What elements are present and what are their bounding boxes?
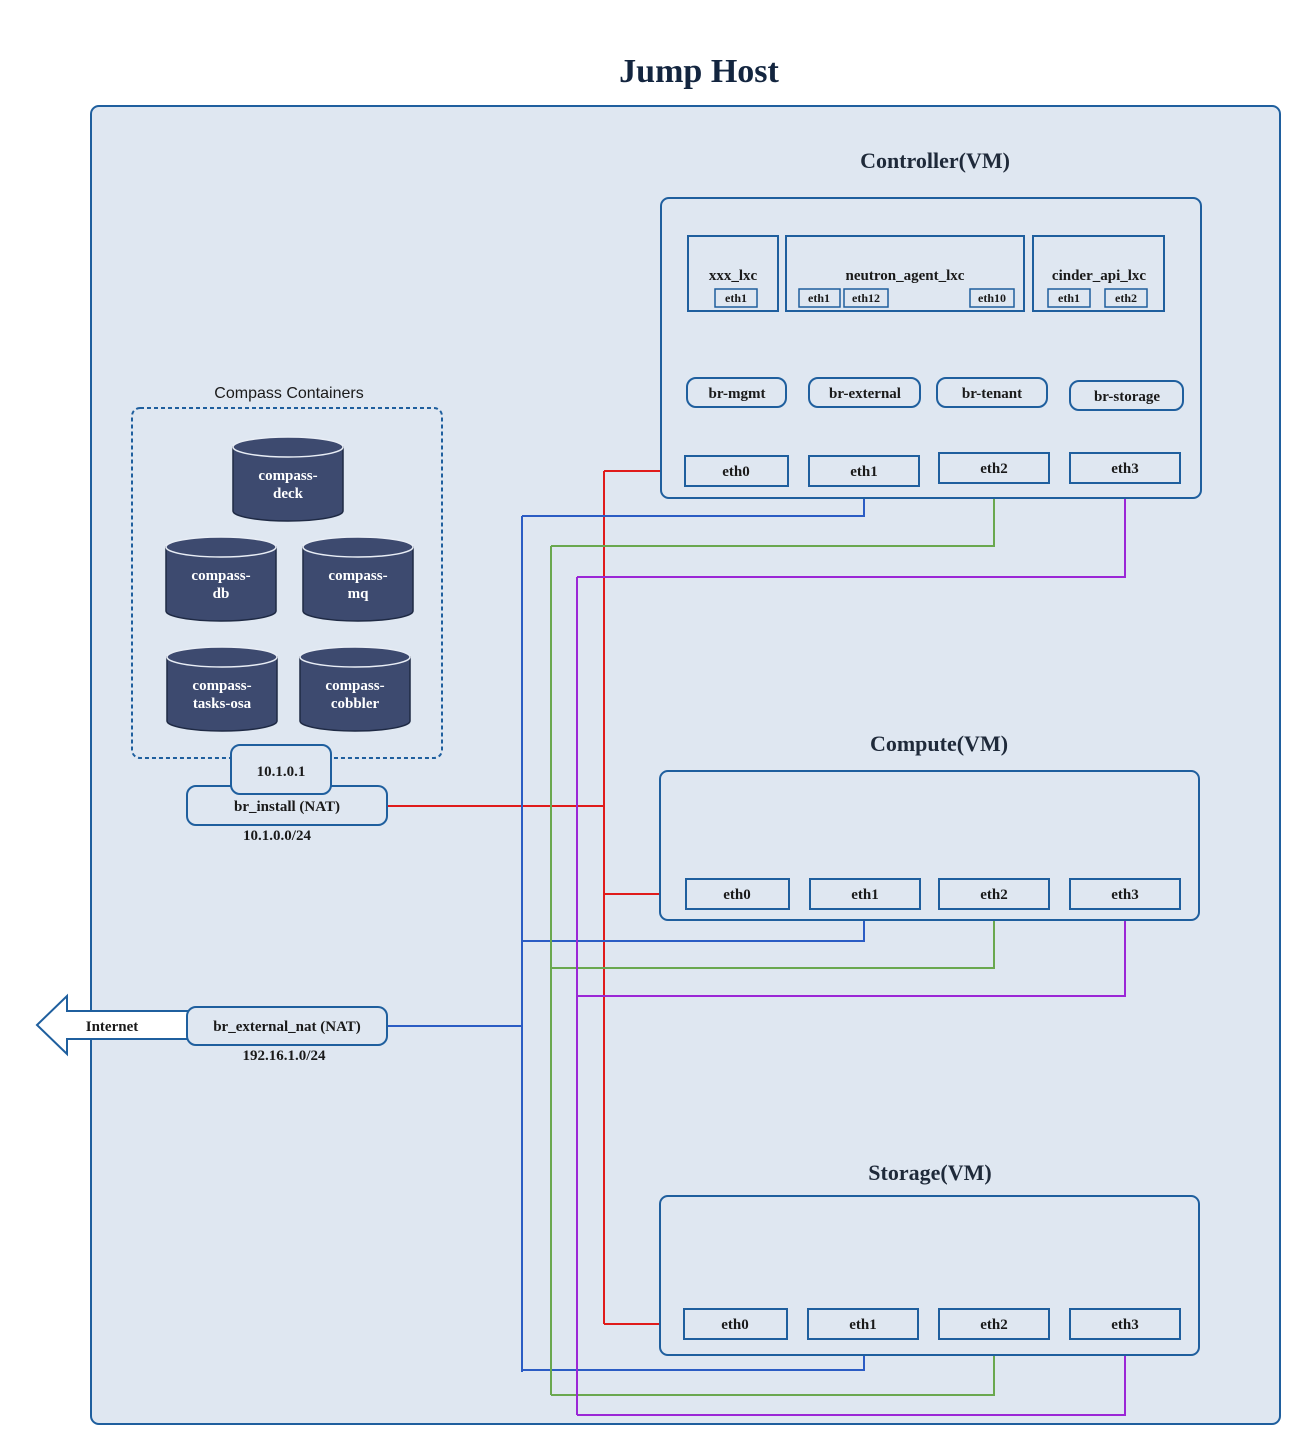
- database-icon: [232, 446, 344, 522]
- bridge-br-external-label: br-external: [829, 386, 901, 402]
- database-icon: [299, 656, 411, 732]
- br-install-subnet-label: 10.1.0.0/24: [243, 828, 311, 844]
- br-install-ip-label: 10.1.0.1: [257, 764, 306, 780]
- compass-container-label: compass-tasks-osa: [192, 678, 251, 712]
- compute-vm-box: [659, 770, 1200, 921]
- compass-containers-label: Compass Containers: [214, 385, 363, 402]
- br-install-label: br_install (NAT): [234, 799, 340, 815]
- controller-eth3: [1069, 452, 1181, 484]
- br-install-ip-box: [230, 744, 332, 795]
- compute-eth1-label: eth1: [851, 887, 879, 903]
- bridge-br-mgmt-label: br-mgmt: [709, 386, 766, 402]
- lxc-neutron-port-eth1-label: eth1: [808, 291, 830, 305]
- compute-eth0: [685, 878, 790, 910]
- database-icon: [166, 656, 278, 732]
- compass-container-3: compass-tasks-osa: [166, 646, 278, 732]
- lxc-neutron-port-eth10: [969, 288, 1015, 308]
- compass-container-0: compass-deck: [232, 436, 344, 522]
- compass-container-label: compass-deck: [258, 468, 317, 502]
- lxc-cinder-label: cinder_api_lxc: [1052, 268, 1147, 284]
- br-external-nat-subnet-label: 192.16.1.0/24: [243, 1048, 326, 1064]
- controller-eth0: [684, 455, 789, 487]
- controller-eth2: [938, 452, 1050, 484]
- lxc-neutron-port-eth1: [798, 288, 841, 308]
- storage-vm-box: [659, 1195, 1200, 1356]
- compass-container-1: compass-db: [165, 536, 277, 622]
- bridge-br-tenant-label: br-tenant: [962, 386, 1022, 402]
- bridge-br-storage: [1069, 380, 1184, 411]
- compass-database-layer: compass-deck compass-db compass-mq compass-…: [165, 436, 414, 732]
- lxc-cinder-port-eth1: [1047, 288, 1091, 308]
- compute-eth2: [938, 878, 1050, 910]
- compute-eth3-label: eth3: [1111, 887, 1139, 903]
- internet-label: Internet: [86, 1019, 139, 1035]
- database-icon: [165, 546, 277, 622]
- lxc-neutron-port-eth12-label: eth12: [852, 291, 880, 305]
- storage-eth1: [807, 1308, 919, 1340]
- storage-eth2-label: eth2: [980, 1317, 1008, 1333]
- storage-vm-title: Storage(VM): [868, 1160, 991, 1185]
- compute-eth2-label: eth2: [980, 887, 1008, 903]
- bridge-br-storage-label: br-storage: [1094, 389, 1160, 405]
- database-icon-top: [299, 646, 411, 668]
- br-external-nat-bridge: [186, 1006, 388, 1046]
- lxc-xxx-port-eth1: [714, 288, 758, 308]
- lxc-xxx-label: xxx_lxc: [709, 268, 758, 284]
- bridge-br-tenant: [936, 377, 1048, 408]
- lxc-cinder-port-eth2-label: eth2: [1115, 291, 1137, 305]
- compass-container-label: compass-cobbler: [325, 678, 384, 712]
- bridge-br-external: [808, 377, 921, 408]
- storage-eth2: [938, 1308, 1050, 1340]
- controller-eth2-label: eth2: [980, 461, 1008, 477]
- database-icon-top: [302, 536, 414, 558]
- br-external-nat-label: br_external_nat (NAT): [213, 1019, 361, 1035]
- controller-eth1: [808, 455, 920, 487]
- database-icon: [302, 546, 414, 622]
- lxc-xxx-port-eth1-label: eth1: [725, 291, 747, 305]
- lxc-neutron-label: neutron_agent_lxc: [846, 268, 965, 284]
- lxc-cinder-port-eth1-label: eth1: [1058, 291, 1080, 305]
- compass-container-label: compass-mq: [328, 568, 387, 602]
- storage-eth3: [1069, 1308, 1181, 1340]
- bridge-br-mgmt: [686, 377, 787, 408]
- external-network-wires: [387, 310, 867, 1372]
- compass-container-label: compass-db: [191, 568, 250, 602]
- lxc-neutron-port-eth10-label: eth10: [978, 291, 1006, 305]
- controller-eth1-label: eth1: [850, 464, 878, 480]
- compass-container-4: compass-cobbler: [299, 646, 411, 732]
- database-icon-top: [165, 536, 277, 558]
- compute-eth0-label: eth0: [723, 887, 751, 903]
- database-icon-top: [166, 646, 278, 668]
- lxc-neutron-port-eth12: [843, 288, 889, 308]
- compute-vm-title: Compute(VM): [870, 731, 1008, 756]
- page-title: Jump Host: [619, 53, 779, 90]
- compute-eth1: [809, 878, 921, 910]
- controller-eth3-label: eth3: [1111, 461, 1139, 477]
- controller-vm-title: Controller(VM): [860, 148, 1010, 173]
- compute-eth3: [1069, 878, 1181, 910]
- database-icon-top: [232, 436, 344, 458]
- storage-eth1-label: eth1: [849, 1317, 877, 1333]
- controller-eth0-label: eth0: [722, 464, 750, 480]
- storage-eth0: [683, 1308, 788, 1340]
- storage-eth3-label: eth3: [1111, 1317, 1139, 1333]
- lxc-cinder-port-eth2: [1104, 288, 1148, 308]
- storage-eth0-label: eth0: [721, 1317, 749, 1333]
- compass-container-2: compass-mq: [302, 536, 414, 622]
